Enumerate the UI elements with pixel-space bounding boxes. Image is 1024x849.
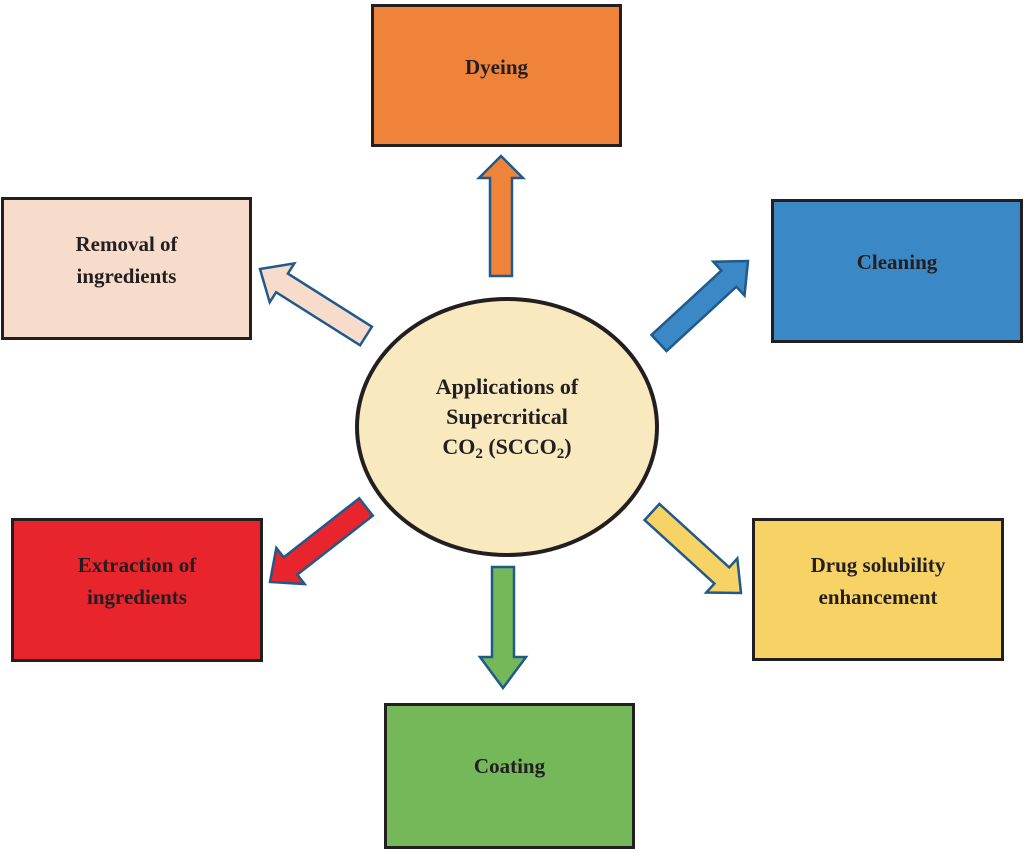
dyeing-arrow xyxy=(475,154,527,278)
cleaning-box: Cleaning xyxy=(771,199,1023,343)
removal-arrow xyxy=(258,261,374,348)
drug-solubility-label: Drug solubility enhancement xyxy=(810,553,946,609)
drug-solubility-box: Drug solubility enhancement xyxy=(752,518,1004,661)
cleaning-label: Cleaning xyxy=(856,250,938,274)
removal-box: Removal of ingredients xyxy=(1,197,252,340)
dyeing-label: Dyeing xyxy=(465,55,528,79)
coating-box: Coating xyxy=(384,703,635,849)
hub-label: Applications of Supercritical CO2 (SCCO2… xyxy=(435,374,579,462)
drug-solubility-arrow xyxy=(642,502,743,595)
removal-label: Removal of ingredients xyxy=(75,232,178,288)
cleaning-arrow xyxy=(649,259,750,353)
dyeing-box: Dyeing xyxy=(371,4,622,147)
extraction-box: Extraction of ingredients xyxy=(11,518,263,662)
coating-arrow xyxy=(477,565,529,691)
hub-formula: CO2 (SCCO2) xyxy=(442,434,572,462)
central-hub-ellipse: Applications of Supercritical CO2 (SCCO2… xyxy=(355,297,659,557)
coating-label: Coating xyxy=(473,754,546,778)
extraction-label: Extraction of ingredients xyxy=(77,553,197,609)
extraction-arrow xyxy=(268,496,375,586)
